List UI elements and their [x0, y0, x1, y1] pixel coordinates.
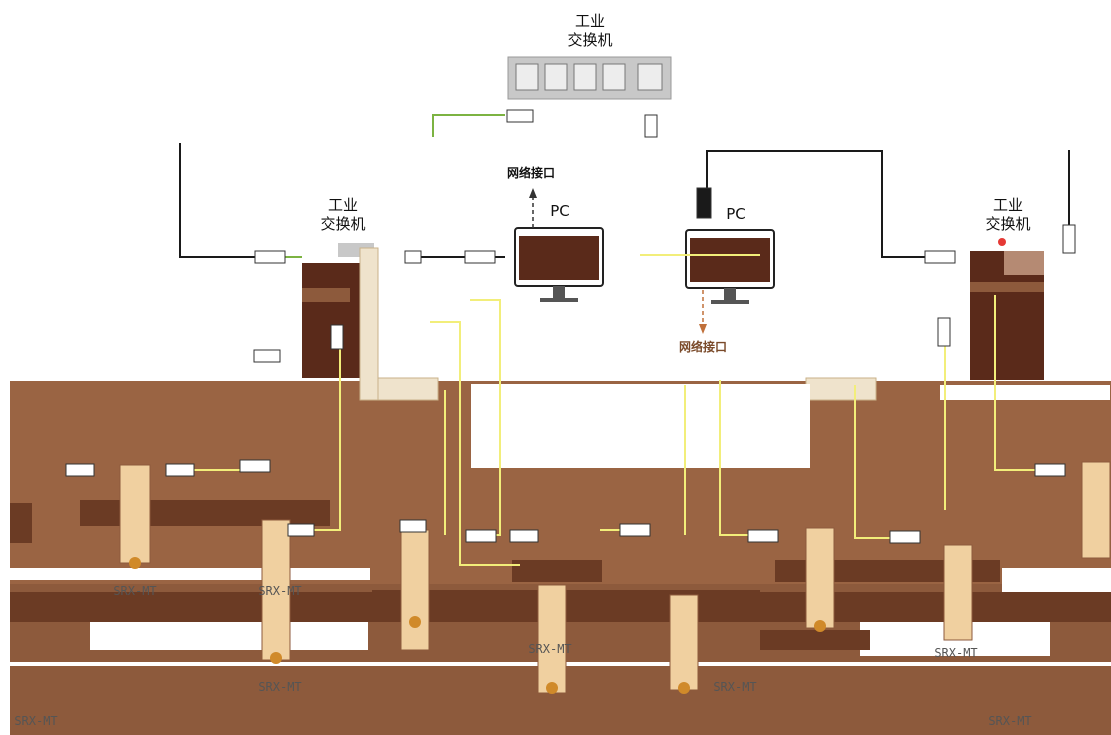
- black-cables: [179, 143, 1070, 258]
- module-label: SRX-MT: [258, 680, 302, 694]
- switch-left-label: 工业 交换机: [320, 196, 366, 233]
- module-label: SRX-MT: [934, 646, 978, 660]
- srx-mt-modules: [119, 461, 1111, 694]
- module-label: SRX-MT: [14, 714, 58, 728]
- green-cables: [255, 114, 505, 258]
- network-port-label-lower: 网络接口: [678, 340, 727, 354]
- pc-left-label: PC: [550, 202, 570, 220]
- module-label: SRX-MT: [528, 642, 572, 656]
- pc-monitor-right: [685, 229, 775, 304]
- pc-monitor-left: [514, 227, 604, 302]
- industrial-switch-top: [507, 56, 672, 100]
- module-label: SRX-MT: [988, 714, 1032, 728]
- module-label: SRX-MT: [258, 584, 302, 598]
- terminal-blocks-mid: [805, 377, 877, 401]
- pc-right-label: PC: [726, 205, 746, 223]
- terminal-blocks-left: [359, 247, 439, 401]
- module-label: SRX-MT: [713, 680, 757, 694]
- network-port-label-upper: 网络接口: [506, 166, 555, 180]
- rj45-connectors: [65, 109, 1076, 544]
- module-label: SRX-MT: [113, 584, 157, 598]
- industrial-switch-right: [970, 237, 1044, 380]
- network-port-arrows: [529, 188, 707, 334]
- switch-right-label: 工业 交换机: [985, 196, 1031, 233]
- switch-ports: [515, 63, 663, 91]
- switch-top-label: 工业 交换机: [567, 12, 613, 49]
